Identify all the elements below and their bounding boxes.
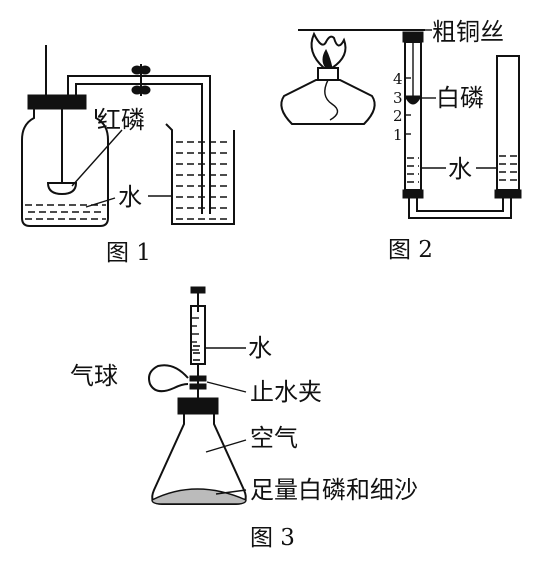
white-phosphorus-blob [404, 95, 422, 105]
caption-figure-2: 图 2 [388, 237, 433, 263]
caption-figure-1: 图 1 [106, 240, 151, 266]
syringe-graduations [191, 317, 199, 351]
leader-water-clamp [206, 381, 247, 393]
label-copper-wire: 粗铜丝 [432, 18, 504, 46]
lamp-flame-inner [322, 48, 333, 69]
label-water-fig2: 水 [448, 155, 472, 183]
figure-3: 水 气球 止水夹 空气 足量白磷和细沙 图 3 [70, 286, 418, 551]
lamp-wick [324, 79, 339, 121]
tick-4: 4 [393, 70, 403, 88]
tube-clamp [131, 64, 151, 96]
open-tube [496, 55, 520, 191]
figure-1: 红磷 水 图 1 [21, 45, 235, 266]
jar-stopper [27, 94, 87, 110]
flask-stopper [177, 397, 219, 415]
tick-2: 2 [393, 107, 403, 125]
label-water-clamp: 止水夹 [250, 378, 322, 406]
water-clamp [189, 375, 207, 390]
rubber-tube [408, 198, 512, 219]
beaker-water [176, 141, 231, 220]
rubber-tube-inner [416, 198, 504, 212]
label-water-fig3: 水 [248, 334, 272, 362]
figure-2: 4 3 2 1 [280, 18, 522, 263]
label-water-fig1: 水 [118, 183, 142, 211]
label-white-phosphorus-fig2: 白磷 [436, 84, 484, 112]
gas-jar [21, 109, 109, 227]
label-air: 空气 [250, 424, 298, 452]
alcohol-lamp [280, 79, 376, 125]
connecting-tube-inner [75, 83, 203, 214]
tube-scale-lines [405, 77, 411, 135]
label-phosphorus-sand: 足量白磷和细沙 [250, 476, 418, 504]
syringe-barrel [190, 305, 206, 365]
syringe-plunger-cap [190, 286, 206, 294]
leader-sand [215, 489, 247, 495]
leader-red-phosphorus [71, 129, 123, 187]
stopper-bottom-left [402, 189, 424, 199]
jar-water [25, 204, 106, 220]
lamp-flame [310, 31, 347, 69]
label-balloon: 气球 [70, 362, 118, 390]
connecting-tube [67, 75, 211, 214]
left-tube-water [407, 157, 419, 183]
syringe-water [193, 345, 204, 361]
beaker [165, 123, 235, 225]
right-tube-water [499, 155, 517, 181]
tick-3: 3 [393, 89, 403, 107]
balloon [148, 364, 189, 393]
lamp-cap [317, 67, 339, 81]
combustion-spoon [46, 182, 78, 196]
leader-air [205, 439, 247, 453]
label-red-phosphorus: 红磷 [97, 106, 145, 134]
caption-figure-3: 图 3 [250, 525, 295, 551]
tick-1: 1 [393, 126, 403, 144]
stopper-bottom-right [494, 189, 522, 199]
stopper-top [402, 31, 424, 43]
leader-jar-water [85, 197, 116, 208]
